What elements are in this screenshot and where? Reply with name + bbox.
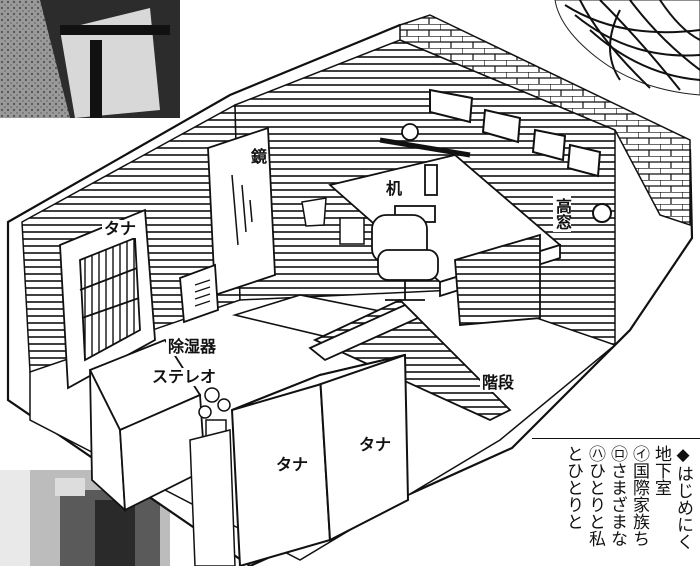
bookshelf (59, 208, 156, 390)
stairs (308, 298, 512, 421)
label-desk: 机 (384, 179, 405, 198)
stereo-cabinet (88, 338, 206, 513)
photo-top-right-tree (554, 0, 700, 96)
high-windows (429, 88, 602, 178)
label-shelf-front: タナ (276, 455, 309, 474)
caption-line: とひとりと (563, 445, 583, 530)
caption-line: ◆はじめにく (673, 445, 693, 550)
caption-box: ◆はじめにく 地下室 ㋑国際家族ち ㋺さまざまな ㋩ひとりと私 とひとりと (532, 438, 700, 567)
waste-basket (339, 217, 365, 245)
caption-line: ㋑国際家族ち (629, 445, 649, 547)
caption-line: ㋺さまざまな (607, 445, 627, 547)
front-cabinets (230, 353, 410, 566)
photo-top-left (0, 0, 180, 118)
label-shelf-top: タナ (102, 219, 139, 238)
label-high-window: 高窓 (553, 196, 572, 232)
dehumidifier (179, 263, 219, 324)
caption-text: ◆はじめにく 地下室 ㋑国際家族ち ㋺さまざまな ㋩ひとりと私 とひとりと (562, 445, 694, 567)
brick-wall (399, 14, 691, 227)
label-dehumidifier: 除湿器 (166, 337, 219, 356)
plant (189, 387, 236, 566)
caption-line: ㋩ひとりと私 (585, 445, 605, 547)
label-stereo: ステレオ (150, 367, 219, 386)
label-shelf-right: タナ (359, 435, 392, 454)
clock (592, 203, 612, 223)
wall-vase (301, 197, 327, 227)
label-mirror: 鏡 (248, 146, 267, 166)
caption-line: 地下室 (651, 445, 671, 496)
label-stairs: 階段 (480, 373, 517, 392)
chair (371, 214, 439, 301)
mirror (207, 126, 276, 297)
